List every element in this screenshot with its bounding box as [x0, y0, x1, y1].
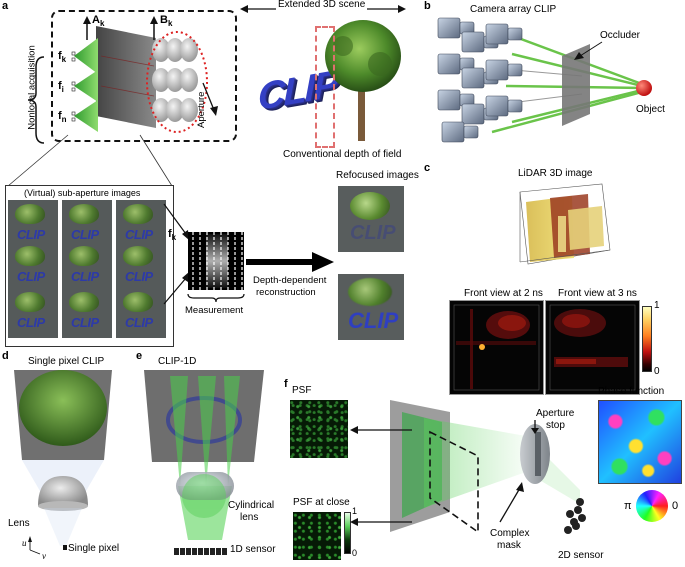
acquisition-brace — [27, 56, 45, 144]
wheel-pi-label: π — [624, 500, 632, 512]
lens-label: Lens — [8, 518, 30, 529]
1d-sensor-label: 1D sensor — [230, 544, 276, 555]
sub-aperture-image: CLIP — [62, 242, 112, 292]
sub-aperture-title: (Virtual) sub-aperture images — [24, 188, 141, 198]
front-view-3ns-image — [545, 300, 640, 395]
sub-aperture-image: CLIP — [116, 200, 166, 250]
sub-aperture-image: CLIP — [62, 200, 112, 250]
panel-label-e: e — [136, 350, 143, 362]
phase-function-image — [598, 400, 682, 484]
complex-mask-label-2: mask — [497, 540, 521, 551]
panel-label-a: a — [2, 0, 9, 12]
depth-of-field-box — [315, 26, 335, 148]
psf-colorbar-min: 0 — [352, 548, 358, 558]
single-pixel-label: Single pixel — [68, 543, 120, 554]
extended-scene-label: Extended 3D scene — [276, 0, 368, 10]
object-label: Object — [636, 104, 665, 115]
psf-label: PSF — [292, 385, 312, 396]
refocused-image-2: CLIP — [338, 274, 404, 340]
panel-label-f: f — [284, 378, 288, 390]
measurement-stripes — [188, 232, 244, 290]
wheel-zero-label: 0 — [672, 500, 679, 512]
refocused-image-1: CLIP — [338, 186, 404, 252]
sub-aperture-image: CLIP — [62, 288, 112, 338]
psf-close-image — [293, 512, 341, 560]
camera-array-illustration — [437, 17, 652, 143]
single-pixel-illustration — [14, 370, 112, 555]
sub-aperture-image: CLIP — [8, 200, 58, 250]
panel-label-b: b — [424, 0, 431, 12]
aperture-label: Aperture — [196, 91, 207, 128]
reconstruction-arrow — [246, 252, 334, 272]
sub-aperture-image: CLIP — [8, 288, 58, 338]
lidar-colorbar-min: 0 — [654, 366, 660, 377]
aperture-stop-label-1: Aperture — [536, 408, 575, 419]
lidar-title: LiDAR 3D image — [518, 168, 593, 179]
psf-colorbar-max: 1 — [352, 506, 358, 516]
reconstruction-label-1: Depth-dependent — [253, 275, 327, 286]
psf-at-close-label: PSF at close — [293, 497, 350, 508]
aperture-lenslets — [146, 31, 208, 133]
lens-array-illustration — [71, 26, 156, 132]
sub-aperture-image: CLIP — [116, 242, 166, 292]
psf-colorbar — [344, 512, 351, 554]
panel-label-c: c — [424, 162, 431, 174]
front-view-3ns-label: Front view at 3 ns — [558, 288, 637, 299]
complex-mask-illustration — [390, 400, 586, 534]
ak-label: Ak — [92, 14, 105, 29]
measurement-brace — [187, 293, 245, 303]
sub-aperture-image: CLIP — [8, 242, 58, 292]
lidar-3d-image — [519, 183, 611, 265]
camera-array-title: Camera array CLIP — [470, 4, 557, 15]
fk-label: fk — [58, 50, 67, 65]
2d-sensor-label: 2D sensor — [558, 550, 604, 561]
measurement-label: Measurement — [185, 305, 244, 316]
reconstruction-label-2: reconstruction — [256, 287, 316, 298]
aperture-stop-label-2: stop — [546, 420, 565, 431]
psf-image — [290, 400, 348, 458]
front-view-2ns-image — [449, 300, 544, 395]
fi-label: fi — [58, 80, 64, 95]
clip-1d-title: CLIP-1D — [158, 356, 197, 367]
axis-v-label: v — [42, 551, 46, 561]
grid-to-measurement-arrows — [163, 203, 189, 305]
tree-illustration — [325, 20, 401, 141]
phase-color-wheel — [636, 490, 668, 522]
complex-mask-label-1: Complex — [490, 528, 530, 539]
psf-arrows — [350, 426, 412, 526]
measurement-fk-label: fk — [168, 228, 177, 243]
panel-label-d: d — [2, 350, 9, 362]
conventional-depth-label: Conventional depth of field — [283, 149, 402, 160]
lidar-colorbar — [642, 306, 652, 372]
refocused-title: Refocused images — [336, 170, 419, 181]
bk-label: Bk — [160, 14, 173, 29]
ak-bk-arrows — [83, 16, 158, 40]
axis-u-label: u — [22, 538, 27, 548]
phase-function-title: Phase function — [598, 386, 665, 397]
clip-1d-illustration — [144, 370, 264, 555]
sub-aperture-image: CLIP — [116, 288, 166, 338]
front-view-2ns-label: Front view at 2 ns — [464, 288, 543, 299]
cylindrical-lens-label-1: Cylindrical — [228, 500, 275, 511]
aperture-arrow — [202, 82, 218, 116]
single-pixel-title: Single pixel CLIP — [28, 356, 105, 367]
lidar-colorbar-max: 1 — [654, 300, 660, 311]
fn-label: fn — [58, 110, 67, 125]
occluder-label: Occluder — [600, 30, 641, 41]
cylindrical-lens-label-2: lens — [240, 512, 259, 523]
